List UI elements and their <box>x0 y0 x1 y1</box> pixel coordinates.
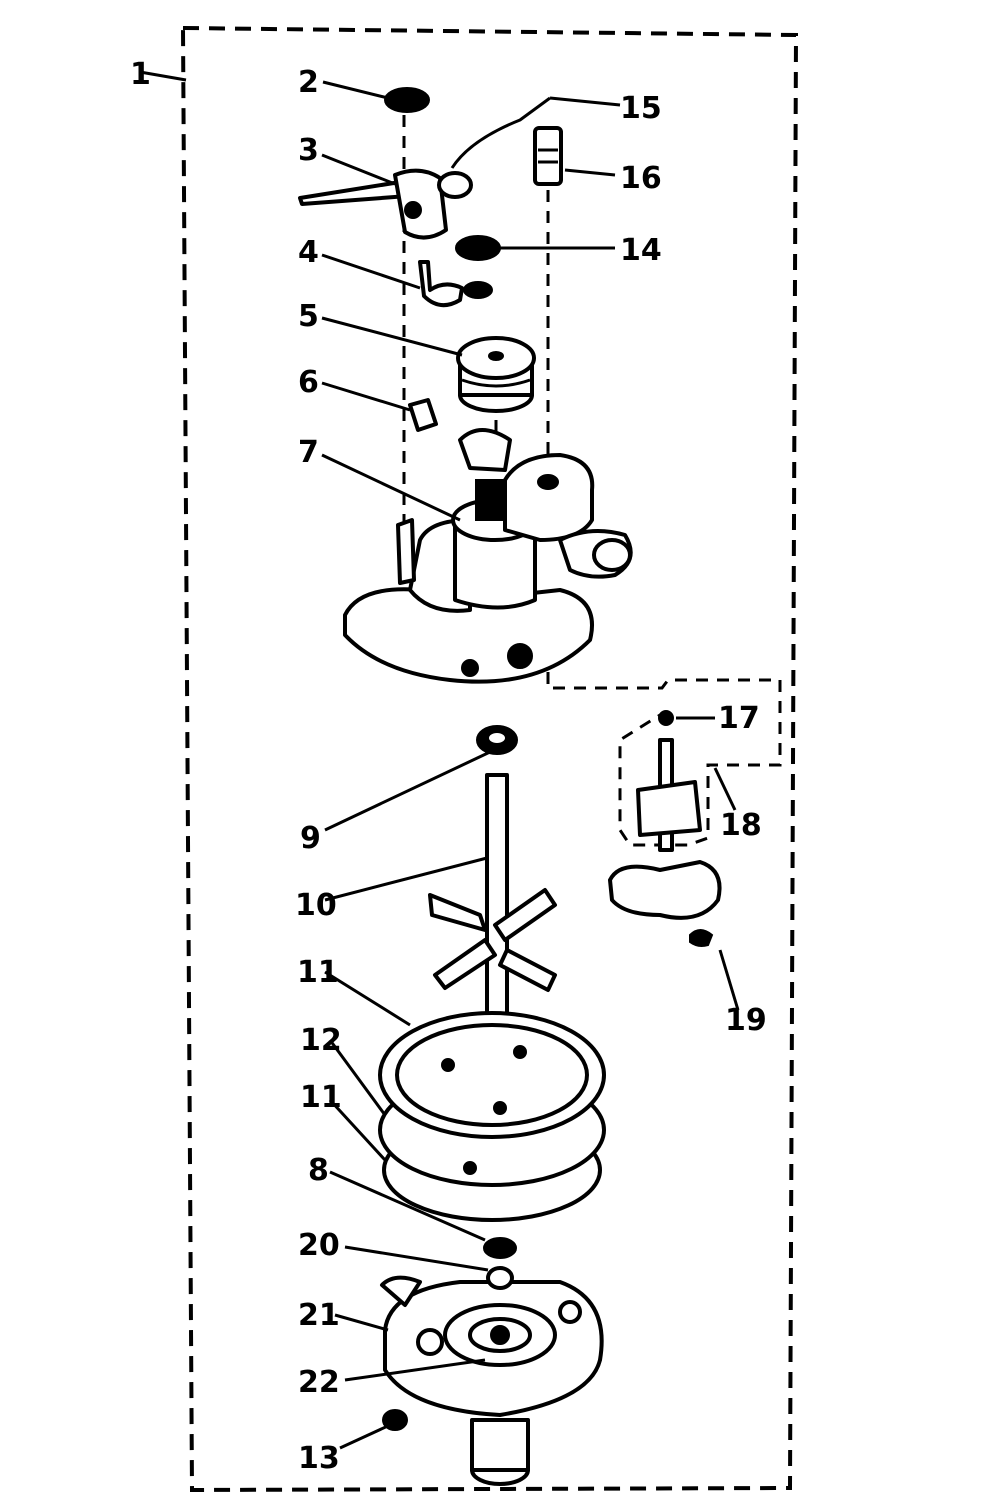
part-6-pin <box>408 398 438 432</box>
part-5-pulley <box>456 336 536 413</box>
callout-1: 1 <box>130 57 151 92</box>
callout-6: 6 <box>298 365 319 400</box>
callout-5: 5 <box>298 299 319 334</box>
part-18-coupling <box>636 710 702 852</box>
part-15-spring <box>450 96 551 169</box>
callout-11b: 11 <box>300 1080 342 1115</box>
part-4-clip <box>418 260 493 308</box>
callout-10: 10 <box>295 888 337 923</box>
callout-9: 9 <box>300 821 321 856</box>
callout-8: 8 <box>308 1153 329 1188</box>
part-16-bolt <box>533 126 563 186</box>
callout-19: 19 <box>725 1003 767 1038</box>
callout-18: 18 <box>720 808 762 843</box>
callout-3: 3 <box>298 133 319 168</box>
callout-17: 17 <box>718 701 760 736</box>
part-8-washer <box>483 1237 517 1259</box>
callout-13: 13 <box>298 1441 340 1476</box>
part-19-cam <box>608 860 722 947</box>
part-9-cap-inner <box>489 733 505 743</box>
callout-15: 15 <box>620 91 662 126</box>
part-21-base <box>380 1266 604 1486</box>
callout-labels: 1 2 3 4 5 6 7 8 9 10 11 11 12 13 14 15 1… <box>130 57 767 1476</box>
callout-22: 22 <box>298 1365 340 1400</box>
part-3-lever <box>298 168 448 240</box>
part-14-washer <box>455 235 501 261</box>
assembly-boundary <box>180 25 799 1493</box>
callout-20: 20 <box>298 1228 340 1263</box>
subassembly-boundary <box>546 672 782 847</box>
callout-21: 21 <box>298 1298 340 1333</box>
callout-7: 7 <box>298 435 319 470</box>
part-2-cap <box>384 87 430 113</box>
part-15-ring <box>437 171 473 199</box>
callout-16: 16 <box>620 161 662 196</box>
callout-11a: 11 <box>297 955 339 990</box>
callout-14: 14 <box>620 233 662 268</box>
leader-lines <box>139 70 740 1450</box>
callout-4: 4 <box>298 235 319 270</box>
part-7-housing <box>343 428 633 684</box>
part-11-12-basket <box>378 1011 606 1222</box>
part-10-agitator <box>428 773 557 1037</box>
callout-2: 2 <box>298 65 319 100</box>
callout-12: 12 <box>300 1023 342 1058</box>
